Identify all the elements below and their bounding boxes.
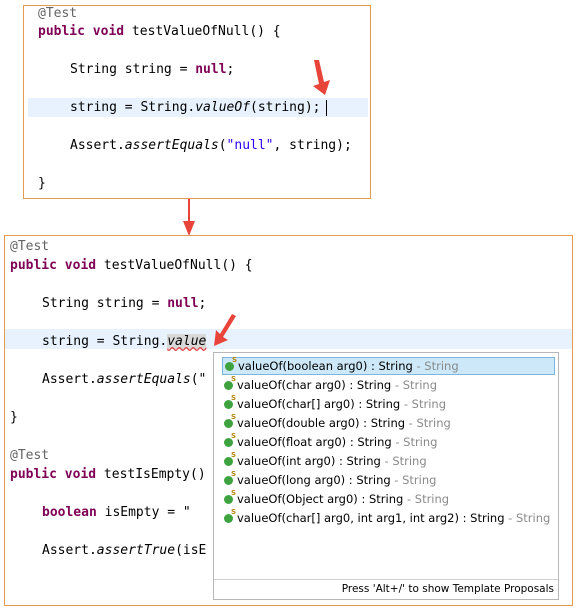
completion-separator: - (391, 378, 403, 392)
completion-separator: - (390, 473, 403, 487)
completion-signature: valueOf(char arg0) : String (237, 378, 392, 392)
completion-owner-class: String (392, 454, 427, 468)
method-static-icon (224, 413, 236, 428)
assignment-line: string = String.value (42, 334, 207, 349)
completion-owner-class: String (424, 359, 459, 373)
completion-item[interactable]: valueOf(float arg0) : String - String (222, 432, 555, 451)
current-line-highlight (28, 98, 368, 117)
method-static-icon (224, 451, 236, 466)
completion-owner-class: String (515, 511, 551, 525)
completion-owner-class: String (403, 435, 438, 449)
completion-separator: - (403, 492, 415, 506)
closing-brace: } (10, 410, 18, 425)
completion-item[interactable]: valueOf(int arg0) : String - String (222, 451, 555, 470)
completion-separator: - (412, 359, 425, 373)
assert-line: Assert.assertEquals(" (42, 372, 207, 387)
completion-signature: valueOf(boolean arg0) : String (238, 359, 413, 373)
assert-true-line: Assert.assertTrue(isE (42, 543, 207, 558)
boolean-declaration-line: boolean isEmpty = " (42, 505, 191, 520)
method-static-icon (225, 356, 237, 371)
completion-signature: valueOf(char[] arg0, int arg1, int arg2)… (237, 511, 505, 525)
method-signature-line: public void testValueOfNull() { (38, 24, 281, 39)
completion-separator: - (391, 435, 404, 449)
completion-owner-class: String (402, 378, 438, 392)
template-proposals-hint: Press 'Alt+/' to show Template Proposals (214, 579, 558, 599)
code-editor-top[interactable]: @Test public void testValueOfNull() { St… (23, 5, 371, 199)
method-signature-line: public void testValueOfNull() { (10, 258, 253, 273)
pointer-arrow-icon (313, 60, 330, 95)
completion-item[interactable]: valueOf(char[] arg0) : String - String (222, 394, 555, 413)
method-static-icon (224, 508, 236, 523)
completion-separator: - (405, 416, 417, 430)
annotation-line: @Test (38, 6, 78, 21)
completion-item[interactable]: valueOf(char arg0) : String - String (222, 375, 555, 394)
completion-signature: valueOf(double arg0) : String (237, 416, 406, 430)
completion-owner-class: String (402, 473, 437, 487)
declaration-line: String string = null; (42, 296, 207, 311)
completion-signature: valueOf(Object arg0) : String (237, 492, 404, 506)
content-assist-popup[interactable]: valueOf(boolean arg0) : String - Stringv… (213, 352, 559, 600)
pointer-arrow-icon (214, 314, 236, 346)
down-arrow-icon (183, 199, 195, 236)
completion-separator: - (400, 397, 412, 411)
assert-line: Assert.assertEquals("null", string); (70, 138, 352, 153)
completion-item[interactable]: valueOf(Object arg0) : String - String (222, 489, 555, 508)
completion-item[interactable]: valueOf(boolean arg0) : String - String (222, 356, 555, 375)
completion-owner-class: String (411, 397, 446, 411)
completion-item[interactable]: valueOf(double arg0) : String - String (222, 413, 555, 432)
method-static-icon (224, 489, 236, 504)
method-static-icon (224, 394, 236, 409)
method-static-icon (224, 432, 236, 447)
method-static-icon (224, 470, 236, 485)
completion-signature: valueOf(float arg0) : String (237, 435, 392, 449)
completion-separator: - (380, 454, 393, 468)
method-signature-line-2: public void testIsEmpty() (10, 467, 206, 482)
current-line-highlight (5, 329, 572, 349)
completion-item[interactable]: valueOf(char[] arg0, int arg1, int arg2)… (222, 508, 555, 527)
completion-signature: valueOf(char[] arg0) : String (237, 397, 401, 411)
completion-signature: valueOf(int arg0) : String (237, 454, 381, 468)
completion-owner-class: String (416, 416, 451, 430)
assignment-line: string = String.valueOf(string); (70, 100, 321, 115)
completion-separator: - (504, 511, 516, 525)
typed-prefix: value (167, 334, 207, 349)
annotation-line-2: @Test (10, 448, 50, 463)
completion-item[interactable]: valueOf(long arg0) : String - String (222, 470, 555, 489)
completion-owner-class: String (414, 492, 450, 506)
method-static-icon (224, 375, 236, 390)
completion-signature: valueOf(long arg0) : String (237, 473, 391, 487)
text-caret (326, 100, 327, 116)
annotation-line: @Test (10, 239, 50, 254)
closing-brace: } (38, 176, 46, 191)
declaration-line: String string = null; (70, 62, 235, 77)
